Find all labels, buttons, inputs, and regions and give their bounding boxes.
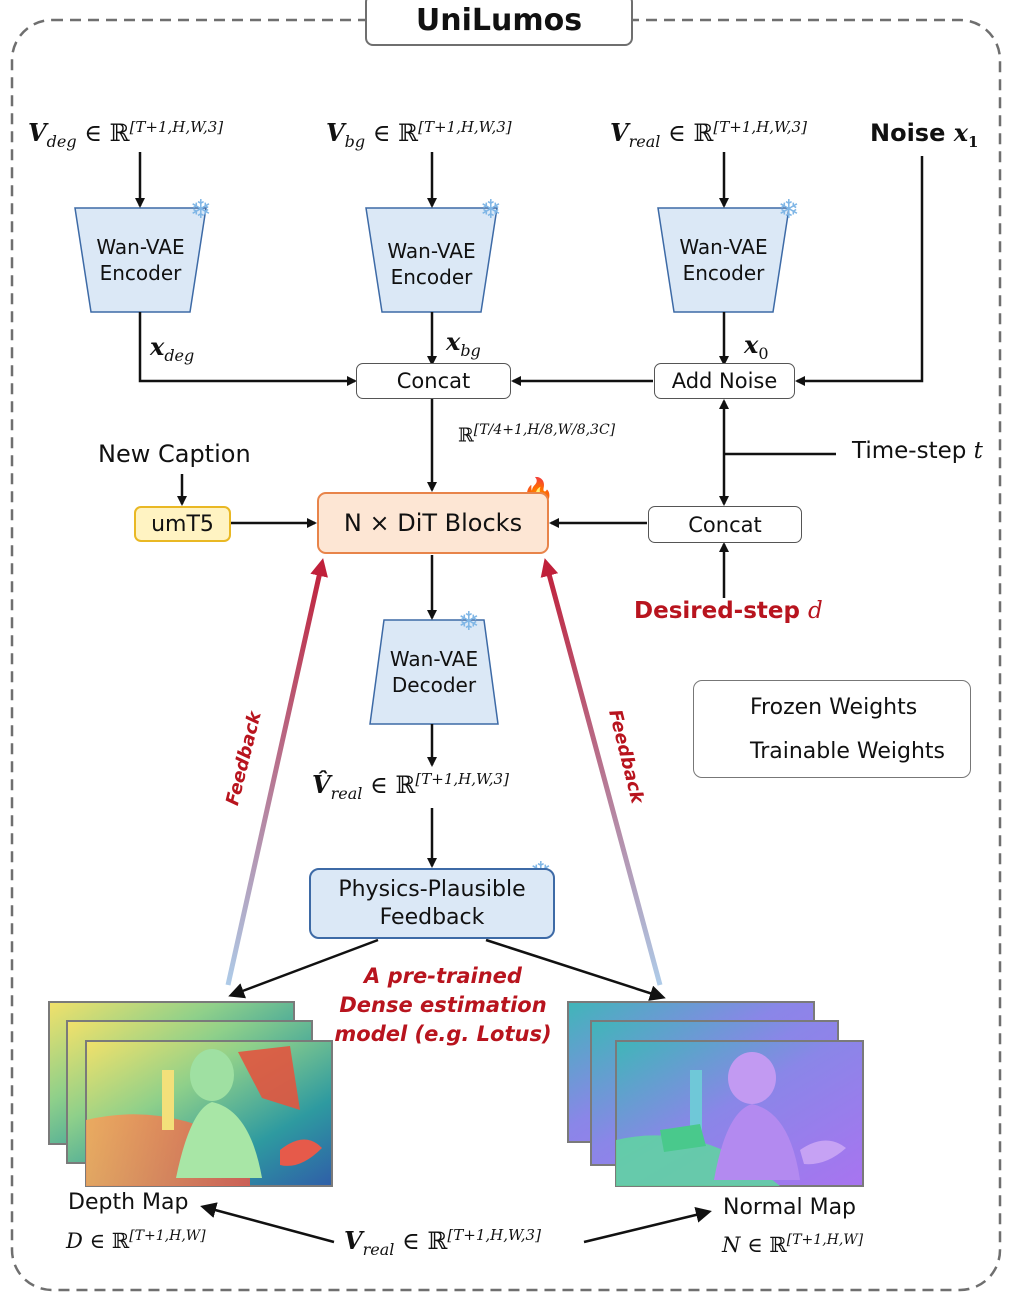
legend-frozen: Frozen Weights — [750, 695, 918, 720]
concat-shape-label: ℝ[T/4+1,H/8,W/8,3C] — [458, 422, 616, 447]
concat-left-block: Concat — [356, 363, 511, 399]
input-v-bg: Vbg ∈ ℝ[T+1,H,W,3] — [326, 118, 512, 151]
svg-text:❄: ❄ — [458, 607, 480, 637]
svg-text:❄: ❄ — [190, 195, 212, 225]
depth-map-stack — [48, 1001, 333, 1187]
vhat-real-label: V̂real ∈ ℝ[T+1,H,W,3] — [312, 770, 509, 803]
svg-text:❄: ❄ — [778, 195, 800, 225]
depth-map-label: Depth Map — [68, 1190, 189, 1215]
umt5-block: umT5 — [134, 506, 231, 542]
latent-x-bg: xbg — [446, 327, 481, 360]
input-noise: Noise x1 — [870, 118, 979, 151]
time-step-label: Time-step t — [852, 438, 983, 464]
encoder-shape-2 — [365, 207, 498, 313]
new-caption-label: New Caption — [98, 440, 251, 468]
add-noise-block: Add Noise — [654, 363, 795, 399]
concat-right-block: Concat — [648, 506, 802, 543]
bottom-v-real-label: Vreal ∈ ℝ[T+1,H,W,3] — [344, 1226, 541, 1259]
title-box: UniLumos — [365, 0, 633, 46]
svg-text:❄: ❄ — [480, 195, 502, 225]
encoder-shape-1 — [74, 207, 207, 313]
page-title: UniLumos — [415, 2, 583, 38]
legend-trainable: Trainable Weights — [750, 739, 945, 764]
depth-formula: D ∈ ℝ[T+1,H,W] — [66, 1228, 206, 1253]
input-v-real: Vreal ∈ ℝ[T+1,H,W,3] — [610, 118, 807, 151]
feedback-arrow-left — [225, 558, 328, 986]
latent-x-0: x0 — [744, 330, 769, 363]
dense-estimation-label: A pre-trained Dense estimation model (e.… — [334, 964, 552, 1046]
desired-step-label: Desired-step d — [634, 598, 823, 624]
input-v-deg: Vdeg ∈ ℝ[T+1,H,W,3] — [28, 118, 224, 151]
dit-blocks: N × DiT Blocks — [317, 492, 549, 554]
legend: Frozen Weights Trainable Weights — [693, 680, 971, 778]
normal-map-label: Normal Map — [723, 1195, 857, 1220]
normal-map-stack — [567, 1001, 864, 1187]
feedback-arrow-right — [540, 558, 663, 986]
decoder-shape — [369, 619, 499, 725]
normal-formula: N ∈ ℝ[T+1,H,W] — [722, 1232, 864, 1257]
latent-x-deg: xdeg — [150, 332, 195, 365]
encoder-shape-3 — [657, 207, 790, 313]
